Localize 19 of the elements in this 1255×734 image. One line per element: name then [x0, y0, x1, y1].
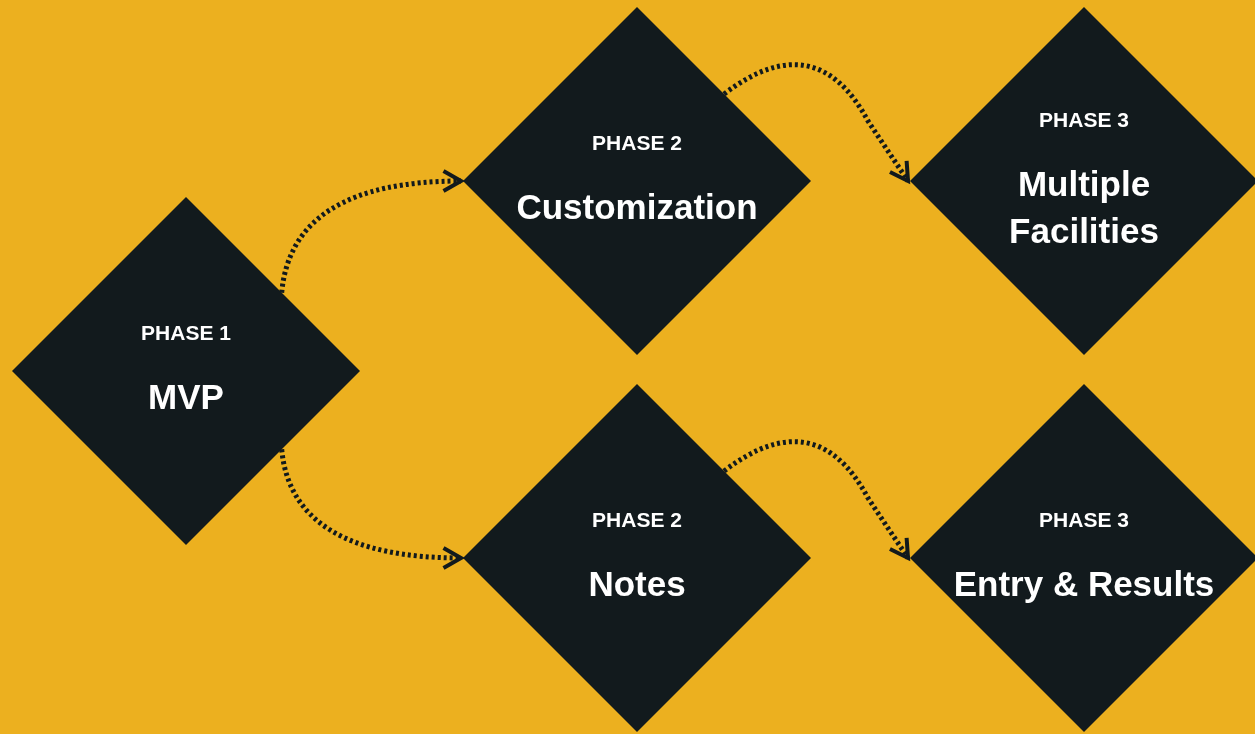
- phase-title: MVP: [148, 376, 224, 419]
- phase-label: PHASE 2: [592, 508, 682, 533]
- phase-label: PHASE 2: [592, 131, 682, 156]
- dotted-arrow: [279, 169, 463, 294]
- phase-diamond: [463, 384, 811, 732]
- phase-diamond: [463, 7, 811, 355]
- phase-diamond: [910, 7, 1255, 355]
- dotted-arrow: [722, 62, 911, 183]
- phase-title: Multiple Facilities: [1008, 162, 1160, 252]
- phase-diamond: [12, 197, 360, 545]
- dotted-arrow: [279, 448, 463, 570]
- phase-title: Notes: [588, 563, 686, 606]
- phase-title: Customization: [516, 186, 758, 229]
- phase-label: PHASE 1: [141, 321, 231, 346]
- phase-label: PHASE 3: [1039, 508, 1129, 533]
- phase-title: Entry & Results: [953, 563, 1215, 606]
- phase-diamond: [910, 384, 1255, 732]
- dotted-arrow: [722, 439, 911, 560]
- phase-label: PHASE 3: [1039, 107, 1129, 132]
